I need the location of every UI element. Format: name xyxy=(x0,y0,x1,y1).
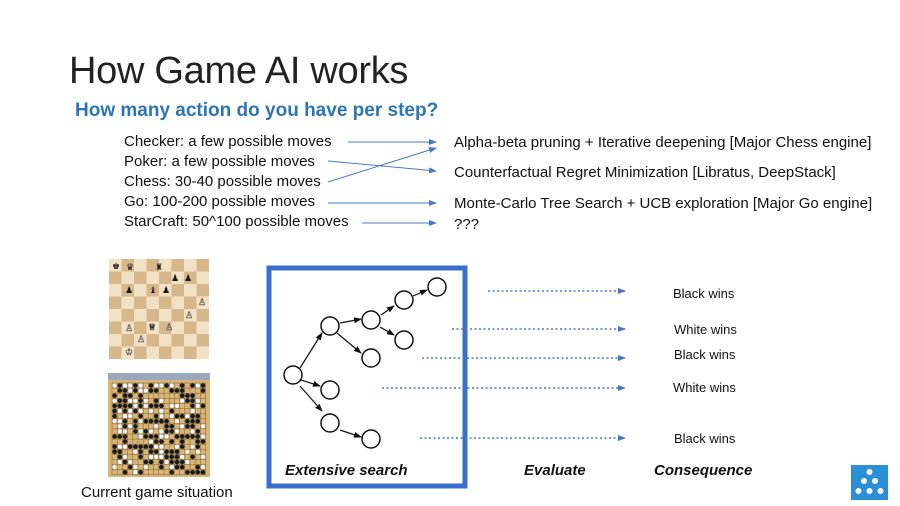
svg-text:♛: ♛ xyxy=(126,263,134,273)
algorithm-unknown: ??? xyxy=(454,216,480,233)
algorithm-mcts: Monte-Carlo Tree Search + UCB exploratio… xyxy=(454,195,873,212)
game-item-poker: Poker: a few possible moves xyxy=(124,153,315,170)
game-item-starcraft: StarCraft: 50^100 possible moves xyxy=(124,213,349,230)
outcome-2: White wins xyxy=(674,322,737,337)
svg-text:♝: ♝ xyxy=(149,286,157,296)
chess-board-image: ♚♛♜ ♟♟♝ ♟♟ ♙♙♙ ♕♙♙ ♔ xyxy=(109,259,209,359)
svg-text:♚: ♚ xyxy=(112,262,120,272)
mapping-arrow-poker xyxy=(327,160,437,174)
outcome-5: Black wins xyxy=(674,431,736,446)
go-board-image xyxy=(108,373,210,477)
slide-title: How Game AI works xyxy=(69,50,409,92)
caption-evaluate: Evaluate xyxy=(524,462,586,479)
svg-text:♟: ♟ xyxy=(125,286,133,296)
caption-current-game: Current game situation xyxy=(81,484,233,501)
search-box xyxy=(266,265,468,489)
search-tree xyxy=(283,277,447,449)
svg-text:♟: ♟ xyxy=(162,286,170,296)
svg-text:♙: ♙ xyxy=(198,298,206,308)
svg-text:♟: ♟ xyxy=(184,274,192,284)
algorithm-cfr: Counterfactual Regret Minimization [Libr… xyxy=(454,164,836,181)
slide-subtitle: How many action do you have per step? xyxy=(75,100,439,121)
svg-text:♔: ♔ xyxy=(125,348,133,358)
outcome-1: Black wins xyxy=(673,286,735,301)
outcome-4: White wins xyxy=(673,380,736,395)
svg-text:♙: ♙ xyxy=(165,323,173,333)
triangle-nodes-logo xyxy=(851,465,888,500)
mapping-arrow-chess xyxy=(327,147,437,183)
outcome-3: Black wins xyxy=(674,347,736,362)
game-item-chess: Chess: 30-40 possible moves xyxy=(124,173,321,190)
svg-text:♙: ♙ xyxy=(125,324,133,334)
svg-text:♟: ♟ xyxy=(171,274,179,284)
game-item-checker: Checker: a few possible moves xyxy=(124,133,332,150)
caption-consequence: Consequence xyxy=(654,462,753,479)
svg-text:♕: ♕ xyxy=(148,323,156,333)
caption-extensive-search: Extensive search xyxy=(285,462,408,479)
svg-text:♙: ♙ xyxy=(137,335,145,345)
svg-text:♙: ♙ xyxy=(185,311,193,321)
game-item-go: Go: 100-200 possible moves xyxy=(124,193,315,210)
svg-text:♜: ♜ xyxy=(155,263,163,273)
algorithm-alpha-beta: Alpha-beta pruning + Iterative deepening… xyxy=(454,134,872,151)
